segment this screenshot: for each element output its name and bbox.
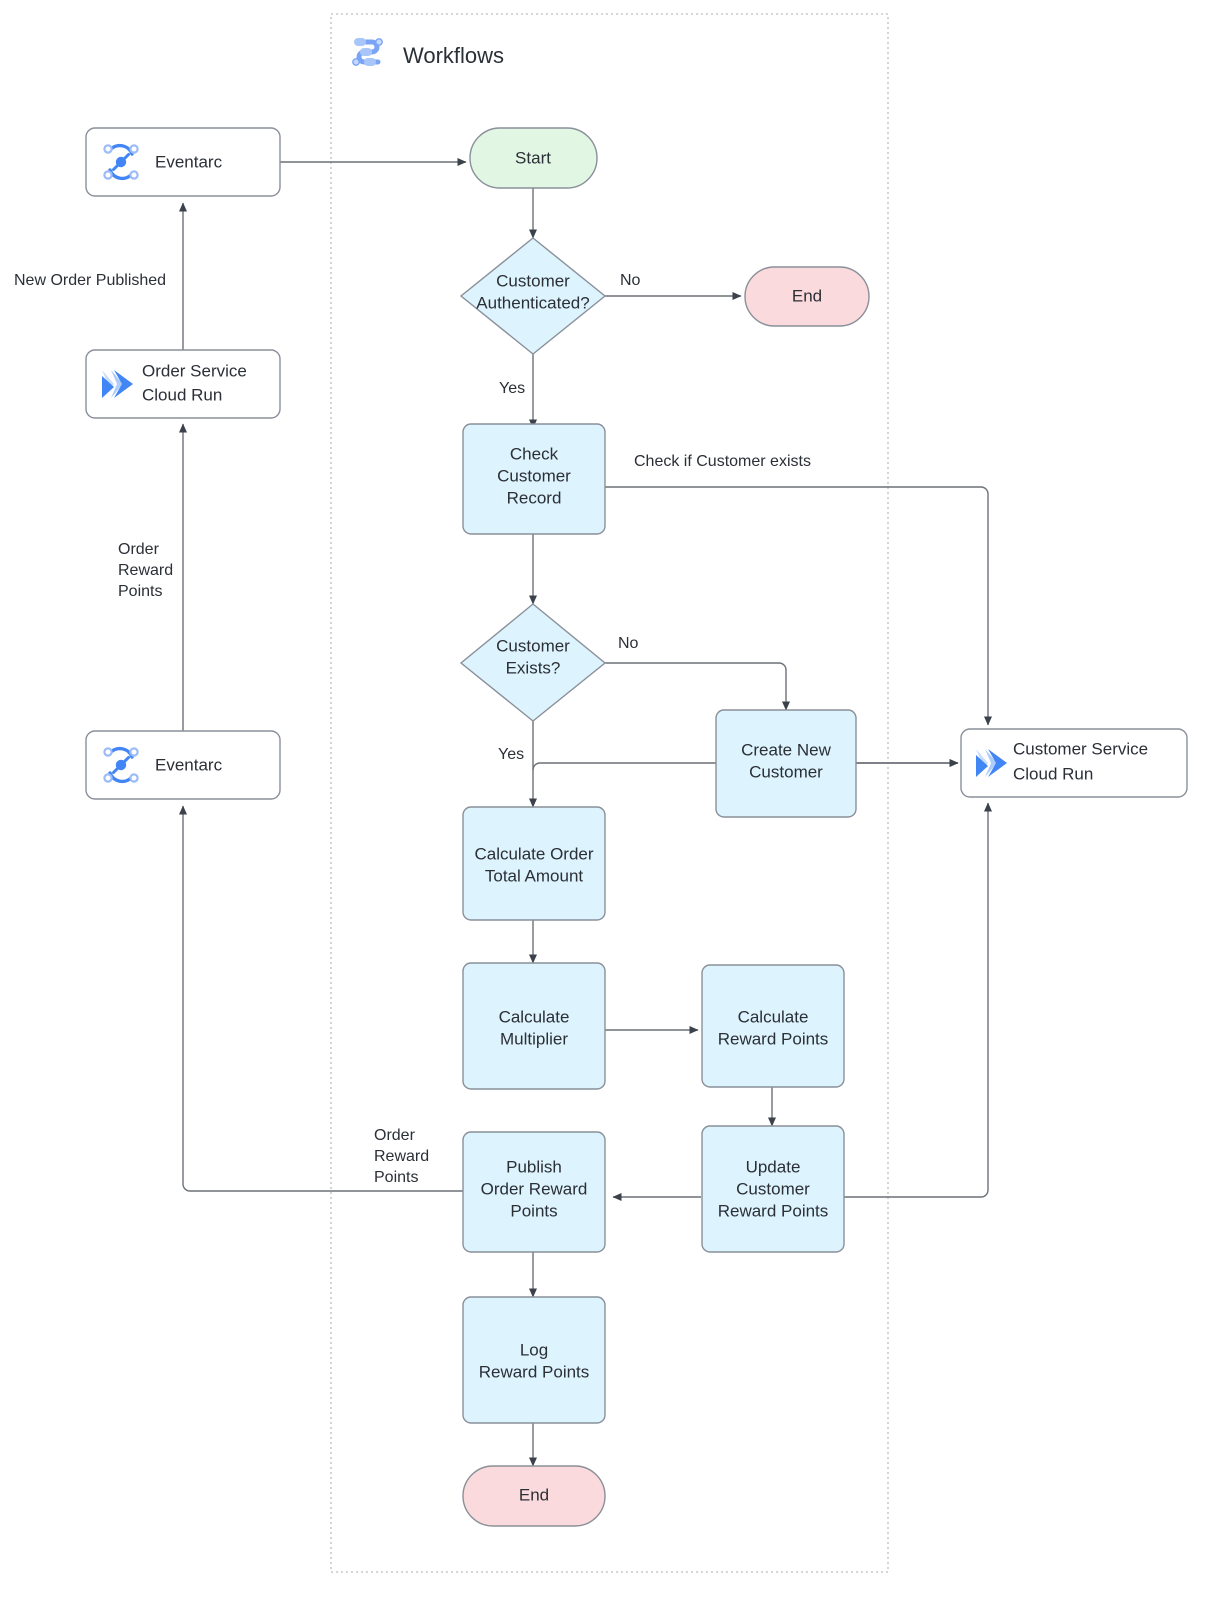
edge-label-order-reward-points-left-2: Reward	[118, 562, 173, 579]
node-label-calc-total-line2: Total Amount	[485, 866, 584, 885]
node-label-check-record-line2: Customer	[497, 466, 571, 485]
edge-label-auth-no: No	[620, 272, 641, 289]
node-label-create-customer-line2: Customer	[749, 762, 823, 781]
node-start[interactable]: Start	[469, 127, 598, 189]
node-end-top[interactable]: End	[744, 266, 870, 327]
node-customer-service-cloud-run[interactable]: Customer Service Cloud Run	[960, 728, 1188, 798]
node-label-check-record-line1: Check	[510, 444, 559, 463]
node-label-start: Start	[515, 148, 551, 167]
node-label-create-customer-line1: Create New	[741, 740, 831, 759]
edge-label-auth-yes: Yes	[499, 380, 525, 397]
node-calculate-multiplier[interactable]: Calculate Multiplier	[462, 962, 606, 1090]
node-label-exists-line1: Customer	[496, 636, 570, 655]
node-label-multiplier-line1: Calculate	[499, 1007, 570, 1026]
cloudrun-icon	[102, 370, 133, 398]
node-end-bottom[interactable]: End	[462, 1465, 606, 1527]
node-label-publish-line2: Order Reward	[481, 1179, 588, 1198]
node-label-order-service-line2: Cloud Run	[142, 385, 222, 404]
node-label-eventarc-bottom: Eventarc	[155, 755, 223, 774]
node-label-customer-service-line1: Customer Service	[1013, 739, 1148, 758]
edge-update-customer-to-customer-service	[844, 802, 992, 1198]
node-calculate-order-total-amount[interactable]: Calculate Order Total Amount	[462, 806, 606, 921]
node-label-update-customer-line1: Update	[746, 1157, 801, 1176]
edge-label-exists-no: No	[618, 635, 639, 652]
edge-exists-no-to-create-customer	[605, 662, 790, 711]
node-label-calc-reward-line2: Reward Points	[718, 1029, 829, 1048]
edge-label-order-reward-points-bottom-3: Points	[374, 1169, 418, 1186]
node-customer-exists[interactable]: Customer Exists?	[459, 603, 607, 722]
edge-label-check-if-customer-exists: Check if Customer exists	[634, 453, 811, 470]
node-label-publish-line1: Publish	[506, 1157, 562, 1176]
node-publish-order-reward-points[interactable]: Publish Order Reward Points	[462, 1131, 606, 1253]
node-label-update-customer-line2: Customer	[736, 1179, 810, 1198]
edge-label-order-reward-points-bottom-2: Reward	[374, 1148, 429, 1165]
node-label-calc-reward-line1: Calculate	[738, 1007, 809, 1026]
node-label-order-service-line1: Order Service	[142, 361, 247, 380]
node-label-eventarc-top: Eventarc	[155, 152, 223, 171]
node-label-log-line2: Reward Points	[479, 1362, 590, 1381]
node-label-check-record-line3: Record	[507, 488, 562, 507]
workflows-container	[330, 13, 889, 1573]
node-check-customer-record[interactable]: Check Customer Record	[462, 423, 606, 535]
cloudrun-icon	[976, 749, 1007, 777]
edge-label-exists-yes: Yes	[498, 746, 524, 763]
workflows-title: Workflows	[403, 43, 504, 68]
node-update-customer-reward-points[interactable]: Update Customer Reward Points	[701, 1125, 845, 1253]
node-log-reward-points[interactable]: Log Reward Points	[462, 1296, 606, 1424]
node-label-log-line1: Log	[520, 1340, 548, 1359]
node-label-multiplier-line2: Multiplier	[500, 1029, 568, 1048]
node-label-end-top: End	[792, 286, 822, 305]
edge-check-record-to-customer-service	[605, 486, 992, 726]
node-label-end-bottom: End	[519, 1485, 549, 1504]
workflows-icon	[352, 38, 383, 66]
node-label-auth-line2: Authenticated?	[476, 293, 589, 312]
edge-label-order-reward-points-left-3: Points	[118, 583, 162, 600]
edge-label-order-reward-points-bottom-1: Order	[374, 1127, 416, 1144]
node-customer-authenticated[interactable]: Customer Authenticated?	[459, 237, 607, 355]
node-eventarc-bottom[interactable]: Eventarc	[85, 730, 281, 800]
edge-yes-branch-to-customer-service	[532, 759, 959, 771]
node-label-calc-total-line1: Calculate Order	[474, 844, 593, 863]
edge-publish-to-eventarc-bottom	[179, 805, 464, 1192]
eventarc-icon	[103, 143, 139, 181]
node-create-new-customer[interactable]: Create New Customer	[715, 709, 857, 818]
edge-label-new-order-published: New Order Published	[14, 272, 166, 289]
node-label-auth-line1: Customer	[496, 271, 570, 290]
node-label-update-customer-line3: Reward Points	[718, 1201, 829, 1220]
node-calculate-reward-points[interactable]: Calculate Reward Points	[701, 964, 845, 1088]
node-order-service-cloud-run[interactable]: Order Service Cloud Run	[85, 349, 281, 419]
eventarc-icon	[103, 746, 139, 784]
node-eventarc-top[interactable]: Eventarc	[85, 127, 281, 197]
node-label-publish-line3: Points	[510, 1201, 557, 1220]
node-label-customer-service-line2: Cloud Run	[1013, 764, 1093, 783]
node-label-exists-line2: Exists?	[506, 658, 561, 677]
edge-label-order-reward-points-left-1: Order	[118, 541, 160, 558]
